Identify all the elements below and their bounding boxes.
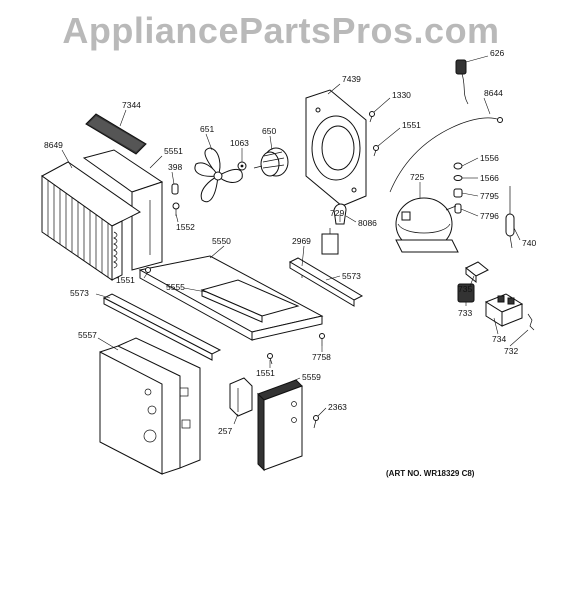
label-5573-right: 5573 [342,271,361,281]
part-2363-screw [313,415,319,429]
part-398-clip [171,183,179,195]
label-8644: 8644 [484,88,503,98]
part-5551-shroud [82,149,164,271]
part-5573-rail-right [288,257,364,307]
label-7439: 7439 [342,74,361,84]
part-1552-screw [172,202,180,216]
label-7796: 7796 [480,211,499,221]
label-1551-base: 1551 [116,275,135,285]
label-725: 725 [410,172,424,182]
leader-lines [61,55,529,425]
watermark: AppliancePartsPros.com [62,10,500,51]
art-number: (ART NO. WR18329 C8) [386,469,475,478]
label-1551-lower: 1551 [256,368,275,378]
label-2969: 2969 [292,236,311,246]
part-1551-screw-lower [267,353,273,365]
label-735: 735 [458,284,472,294]
label-5550: 5550 [212,236,231,246]
label-5551: 5551 [164,146,183,156]
part-1330-screw [369,111,375,123]
part-1556-nut [453,162,463,170]
label-734: 734 [492,334,506,344]
label-1063: 1063 [230,138,249,148]
part-732-clip [527,313,535,331]
part-8086-capacitor [321,228,339,255]
part-626-connector [455,59,469,105]
label-1566: 1566 [480,173,499,183]
label-733: 733 [458,308,472,318]
label-1551-top: 1551 [402,120,421,130]
label-8086: 8086 [358,218,377,228]
part-1551-screw-base [145,267,151,273]
part-1551-screw-top [373,145,379,157]
label-7795: 7795 [480,191,499,201]
label-740: 740 [522,238,536,248]
part-8649-condenser [41,161,141,281]
part-7344-foam-strip [85,113,147,155]
label-5557: 5557 [78,330,97,340]
label-8649: 8649 [44,140,63,150]
part-7758-screw [319,333,325,346]
label-1552: 1552 [176,222,195,232]
part-5555-tray [200,279,300,323]
part-8644-tube [389,117,503,193]
part-735-relay [465,261,489,284]
label-5559: 5559 [302,372,321,382]
label-2363: 2363 [328,402,347,412]
part-740-drier [505,186,515,249]
part-5557-front-panel [99,337,201,475]
label-729: 729 [330,208,344,218]
part-labels: 7344 8649 5551 398 1552 651 1063 650 743… [44,48,536,478]
label-650: 650 [262,126,276,136]
label-626: 626 [490,48,504,58]
label-651: 651 [200,124,214,134]
part-1566-washer [453,175,463,181]
label-5573-left: 5573 [70,288,89,298]
part-5559-side-panel [257,379,303,472]
part-7439-fan-orifice [305,89,367,207]
part-1063-washer [237,161,247,171]
part-734-terminal-cover [484,293,524,327]
part-7796-sleeve [454,203,462,214]
label-7758: 7758 [312,352,331,362]
part-725-compressor [395,197,459,253]
part-651-fan-blade [194,147,243,203]
part-650-fan-motor [253,147,289,177]
part-257-bracket [229,377,253,417]
label-732: 732 [504,346,518,356]
label-257: 257 [218,426,232,436]
label-398: 398 [168,162,182,172]
label-1330: 1330 [392,90,411,100]
label-1556: 1556 [480,153,499,163]
label-5555: 5555 [166,282,185,292]
part-7795-grommet [453,188,463,198]
label-7344: 7344 [122,100,141,110]
part-5573-rail-left [102,293,222,361]
